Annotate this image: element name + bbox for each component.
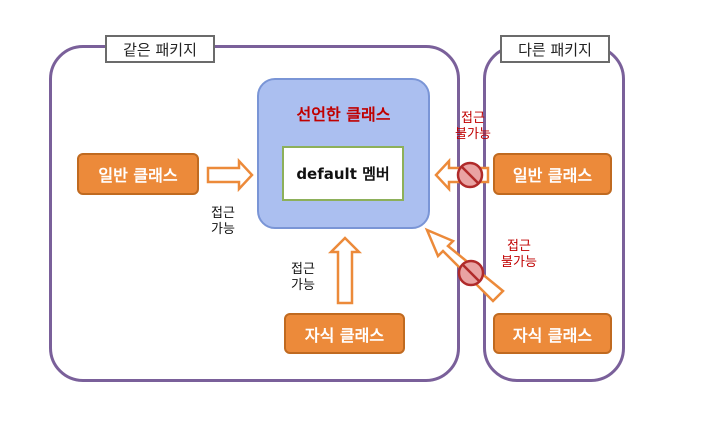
same-package-child-class: 자식 클래스 bbox=[284, 313, 405, 354]
no-entry-icon bbox=[457, 259, 485, 287]
same-package-general-class: 일반 클래스 bbox=[77, 153, 199, 195]
default-member-box: default 멤버 bbox=[282, 146, 404, 201]
access-arrow-up bbox=[327, 236, 363, 305]
other-package-general-class: 일반 클래스 bbox=[493, 153, 612, 195]
same-package-label: 같은 패키지 bbox=[105, 35, 215, 63]
other-package-label: 다른 패키지 bbox=[500, 35, 610, 63]
declared-class-title: 선언한 클래스 bbox=[296, 105, 391, 124]
no-entry-icon bbox=[456, 161, 484, 189]
access-note-general: 접근 가능 bbox=[211, 206, 235, 237]
denied-note-general: 접근 불가능 bbox=[455, 111, 491, 142]
same-package-container bbox=[49, 45, 460, 382]
access-note-child: 접근 가능 bbox=[291, 262, 315, 293]
access-arrow-right bbox=[206, 157, 254, 193]
denied-note-child: 접근 불가능 bbox=[501, 239, 537, 270]
other-package-child-class: 자식 클래스 bbox=[493, 313, 612, 354]
